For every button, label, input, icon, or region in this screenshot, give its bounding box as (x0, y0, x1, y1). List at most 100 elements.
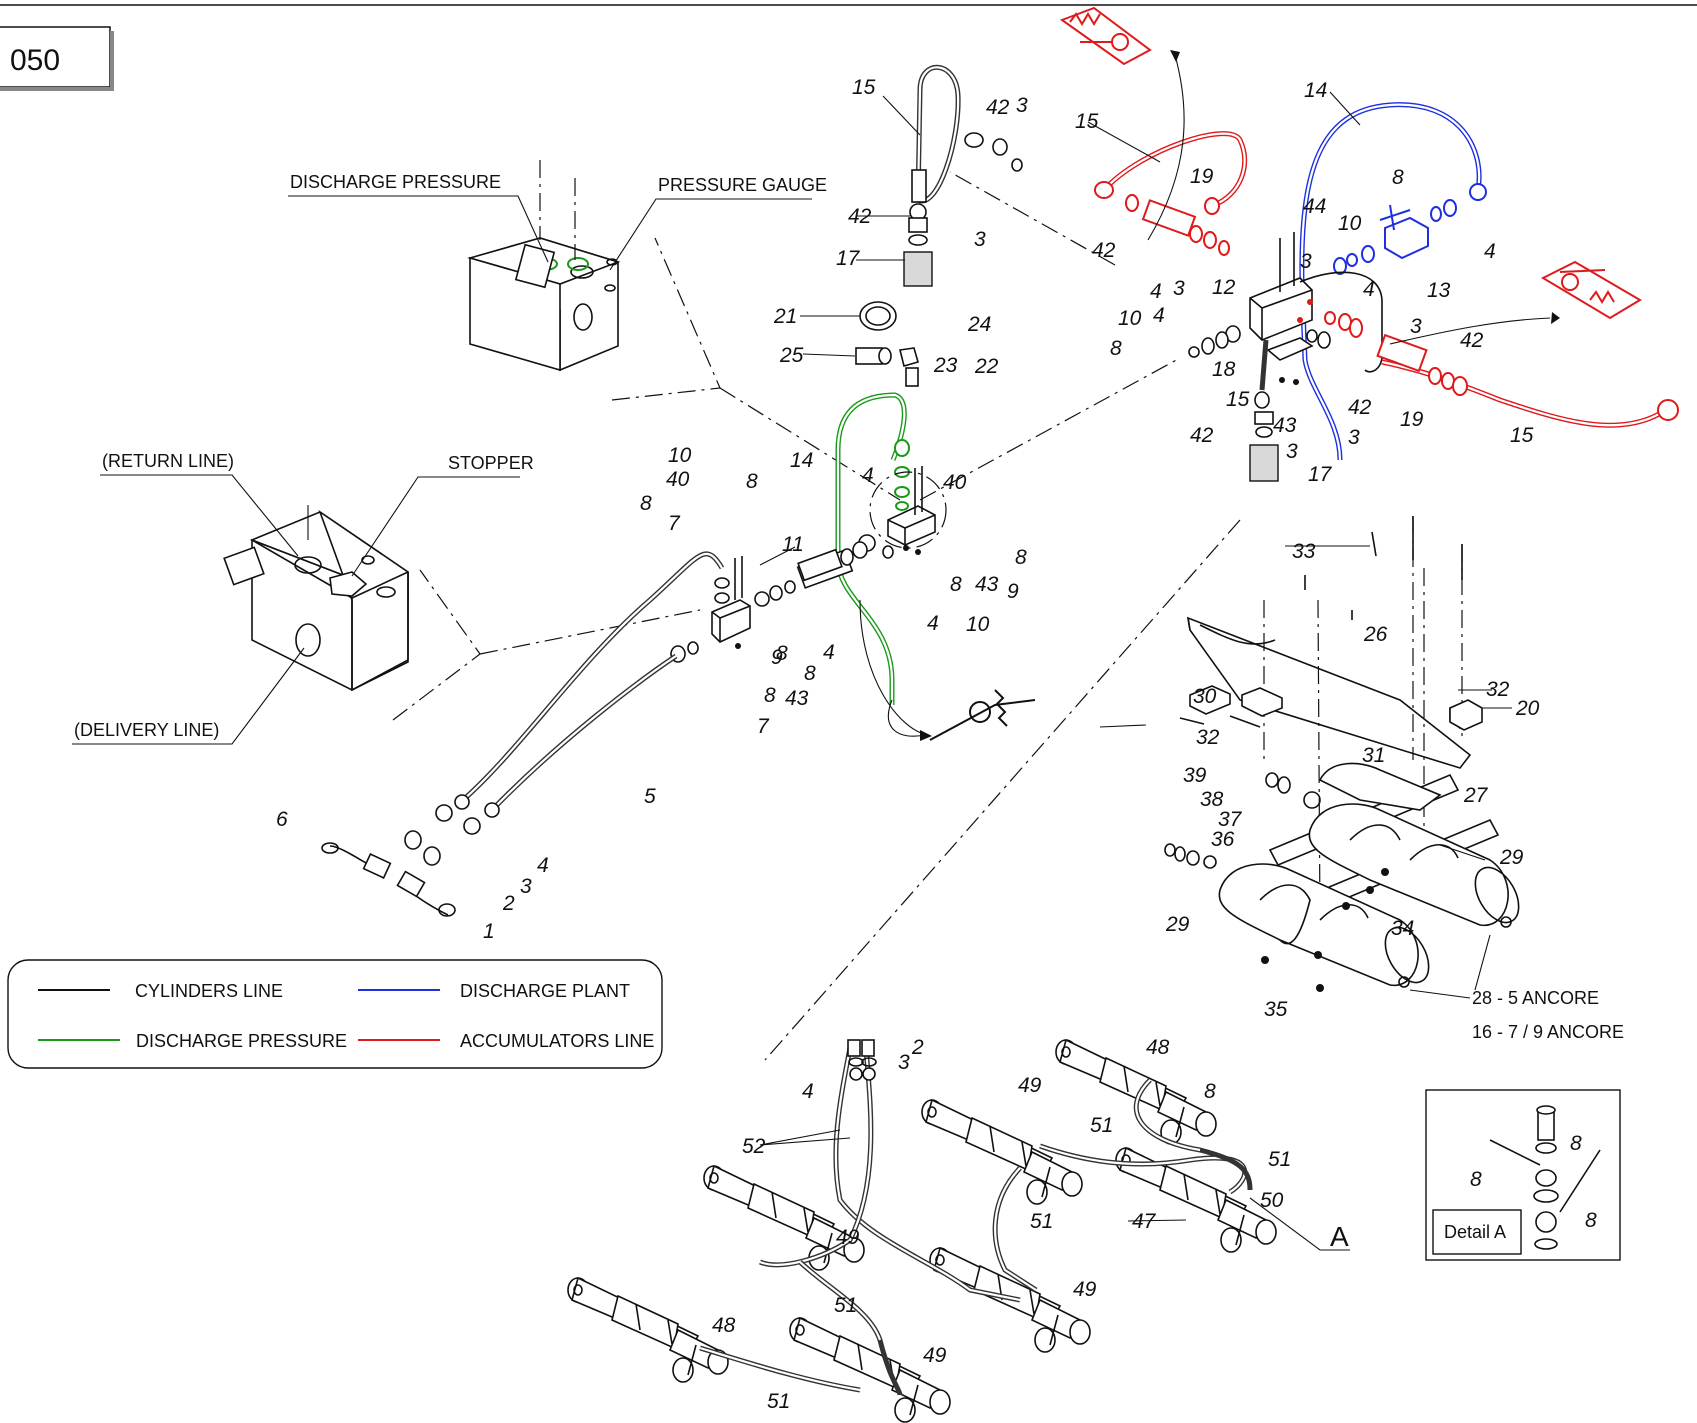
svg-text:4: 4 (802, 1080, 814, 1103)
svg-text:29: 29 (1165, 913, 1190, 936)
part-label-14: 14 (1304, 79, 1327, 102)
svg-text:42: 42 (1460, 329, 1484, 352)
note-ancore-1: 28 - 5 ANCORE (1472, 988, 1599, 1008)
svg-text:49: 49 (1073, 1278, 1097, 1301)
part-label-4: 4 (537, 854, 549, 877)
svg-text:40: 40 (666, 468, 690, 491)
callout-pressure-gauge: PRESSURE GAUGE (658, 175, 827, 195)
legend-discharge-plant: DISCHARGE PLANT (460, 981, 630, 1001)
svg-text:3: 3 (1410, 315, 1422, 338)
svg-text:49: 49 (1018, 1074, 1042, 1097)
svg-text:3: 3 (1300, 250, 1312, 273)
svg-text:51: 51 (1268, 1148, 1291, 1171)
part-label-38: 38 (1200, 788, 1224, 811)
svg-text:49: 49 (923, 1344, 947, 1367)
part-label-32: 32 (1486, 678, 1510, 701)
manifold-block-pressure-gauge (467, 160, 621, 372)
svg-text:8: 8 (1585, 1209, 1597, 1232)
part-label-6: 6 (276, 808, 288, 831)
svg-text:48: 48 (712, 1314, 736, 1337)
connector-10-11 (797, 541, 868, 582)
svg-text:8: 8 (1110, 337, 1122, 360)
note-ancore-2: 16 - 7 / 9 ANCORE (1472, 1022, 1624, 1042)
svg-text:42: 42 (1092, 239, 1116, 262)
part-label-36: 36 (1211, 828, 1235, 851)
svg-text:3: 3 (974, 228, 986, 251)
part-label-22: 22 (974, 355, 999, 378)
part-label-13: 13 (1427, 279, 1451, 302)
symbol-accumulator-top (1059, 6, 1152, 66)
svg-text:51: 51 (1030, 1210, 1053, 1233)
accumulator-cylinder-2 (1308, 803, 1520, 928)
svg-text:4: 4 (1150, 280, 1162, 303)
part-label-11: 11 (782, 533, 804, 556)
part-label-50: 50 (1260, 1189, 1284, 1212)
svg-text:42: 42 (1348, 396, 1372, 419)
part-label-9: 9 (771, 646, 783, 669)
leader-stopper (351, 476, 520, 577)
svg-text:51: 51 (767, 1390, 790, 1413)
part-label-27: 27 (1463, 784, 1489, 807)
flow-arrow-right (1389, 317, 1551, 345)
detail-a-box: Detail A (1425, 1089, 1621, 1261)
part-label-51: 51 (1090, 1114, 1113, 1137)
part-label-44: 44 (1303, 195, 1326, 218)
svg-text:10: 10 (1338, 212, 1362, 235)
svg-text:15: 15 (1226, 388, 1250, 411)
svg-text:8: 8 (1470, 1168, 1482, 1191)
svg-text:2: 2 (911, 1036, 924, 1059)
part-label-33: 33 (1292, 540, 1316, 563)
svg-text:8: 8 (776, 642, 788, 665)
part-label-40: 40 (943, 471, 967, 494)
flow-arrow-bottom (859, 599, 929, 736)
part-label-3: 3 (520, 875, 532, 898)
main-bracket (1249, 232, 1383, 385)
symbol-accumulator-right (1540, 260, 1642, 320)
part-label-43: 43 (1273, 414, 1297, 437)
svg-text:3: 3 (1016, 94, 1028, 117)
callout-stopper: STOPPER (448, 453, 534, 473)
leader-discharge-pressure (288, 195, 549, 263)
part-label-24: 24 (967, 313, 991, 336)
page-number: 050 (10, 44, 60, 77)
svg-text:42: 42 (848, 205, 872, 228)
part-label-48: 48 (1146, 1036, 1170, 1059)
legend-accumulators-line: ACCUMULATORS LINE (460, 1031, 654, 1051)
svg-text:17: 17 (1308, 463, 1333, 486)
accumulator-line-red-15-right (1324, 311, 1679, 428)
hose-6 (461, 551, 725, 802)
part-label-7: 7 (757, 715, 770, 738)
part-label-15: 15 (852, 76, 876, 99)
svg-text:8: 8 (1392, 166, 1404, 189)
part-label-20: 20 (1515, 697, 1540, 720)
leader-detail-a (1249, 1197, 1350, 1251)
hose-14-green (835, 392, 926, 737)
part-label-47: 47 (1132, 1210, 1157, 1233)
legend-cylinders-line: CYLINDERS LINE (135, 981, 283, 1001)
part-leaders (759, 91, 1512, 1222)
detail-a-label: Detail A (1444, 1222, 1506, 1242)
leader-pressure-gauge (609, 198, 812, 271)
group-line-main (919, 357, 1181, 501)
group-line-top (949, 171, 1116, 266)
svg-text:51: 51 (834, 1294, 857, 1317)
end-fittings-1-4 (321, 794, 500, 917)
part-label-19: 19 (1190, 165, 1214, 188)
accumulators-assembly (1099, 516, 1520, 992)
part-label-31: 31 (1362, 744, 1385, 767)
accumulator-line-red-15-left (1094, 131, 1248, 256)
bottom-cylinders (567, 1039, 1277, 1423)
part-label-5: 5 (644, 785, 656, 808)
symbol-gauge-bottom (929, 689, 1036, 741)
svg-text:4: 4 (1153, 304, 1165, 327)
svg-text:32: 32 (1196, 726, 1220, 749)
part-label-29: 29 (1499, 846, 1524, 869)
page-number-box: 050 (0, 26, 114, 91)
svg-text:8: 8 (804, 662, 816, 685)
svg-text:3: 3 (1286, 440, 1298, 463)
callout-discharge-pressure: DISCHARGE PRESSURE (290, 172, 501, 192)
flow-arrow-top (1147, 54, 1185, 241)
part-labels: 1 2 3 4 5 6 7 8 9 10 11 12 13 14 15 16 1… (276, 76, 1540, 1249)
part-label-1: 1 (483, 920, 495, 943)
